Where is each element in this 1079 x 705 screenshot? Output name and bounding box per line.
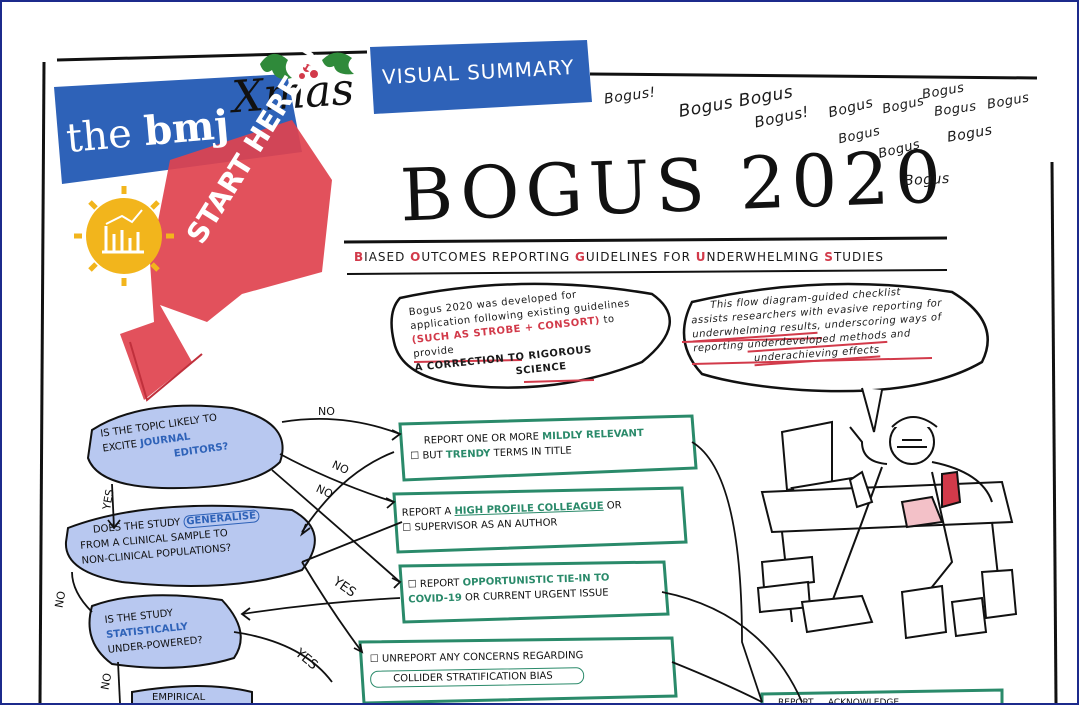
box4-outline xyxy=(358,636,678,703)
checkbox-icon: ☐ xyxy=(407,579,421,591)
box-highlight: HIGH PROFILE COLLEAGUE xyxy=(454,500,604,517)
acronym-word: UTCOMES REPORTING xyxy=(421,250,576,264)
box-text: OR CURRENT URGENT ISSUE xyxy=(461,587,609,604)
acronym-word: NDERWHELMING xyxy=(706,250,825,264)
acronym-letter: U xyxy=(695,250,707,264)
acronym-letter: B xyxy=(354,250,365,264)
box-text: UNREPORT ANY CONCERNS REGARDING xyxy=(381,650,584,665)
bubble-right-line: and xyxy=(886,328,912,341)
box-highlight: TRENDY xyxy=(445,448,491,461)
box3-outline xyxy=(398,560,670,624)
box1-outline xyxy=(398,414,698,482)
q1-blob xyxy=(86,404,284,490)
bogus-scribble: Bogus xyxy=(903,170,951,190)
box-highlight: MILDLY RELEVANT xyxy=(542,427,644,443)
sun-chart-icon xyxy=(74,186,174,286)
checkbox-icon: ☐ xyxy=(402,522,415,534)
acronym-letter: O xyxy=(410,250,422,264)
box-highlight: COVID-19 xyxy=(408,592,463,606)
bubble-right-outline xyxy=(682,282,989,393)
box-text: SUPERVISOR AS AN AUTHOR xyxy=(414,517,558,534)
visual-summary-banner xyxy=(370,40,592,114)
acronym-word: IASED xyxy=(364,250,411,264)
logo-the: the xyxy=(64,110,134,163)
no-label: NO xyxy=(52,590,69,609)
box-text: REPORT A xyxy=(401,506,455,519)
box-text: OR xyxy=(603,500,622,512)
box-text: TERMS IN TITLE xyxy=(490,445,572,460)
logo-bmj: bmj xyxy=(142,100,231,156)
q2-blob xyxy=(64,504,316,587)
researcher-at-desk-illustration xyxy=(756,416,1018,640)
box2-outline xyxy=(392,486,688,554)
box-text: REPORT xyxy=(419,577,463,591)
box5-outline xyxy=(760,688,1004,703)
acronym-subtitle: BIASED OUTCOMES REPORTING GUIDELINES FOR… xyxy=(354,250,884,264)
acronym-word: UIDELINES FOR xyxy=(585,250,696,264)
start-here-arrow xyxy=(120,120,332,400)
checkbox-icon: ☐ xyxy=(410,450,423,463)
no-label: NO xyxy=(318,405,335,418)
q3-blob xyxy=(88,594,242,669)
box-collider-bias: ☐ UNREPORT ANY CONCERNS REGARDING COLLID… xyxy=(370,648,584,688)
checkbox-icon: ☐ xyxy=(369,653,383,665)
acronym-word: TUDIES xyxy=(833,250,885,264)
bubble-right-line: reporting xyxy=(692,339,748,355)
holly-icon xyxy=(260,53,292,79)
box-acknowledge: REPORT ... ACKNOWLEDGE xyxy=(778,698,900,705)
no-label: NO xyxy=(98,672,115,691)
box-text: BUT xyxy=(422,449,447,462)
acronym-letter: S xyxy=(824,250,834,264)
q4-blob xyxy=(131,685,253,703)
question-empirical: EMPIRICAL xyxy=(152,692,206,703)
acronym-letter: G xyxy=(575,250,586,264)
